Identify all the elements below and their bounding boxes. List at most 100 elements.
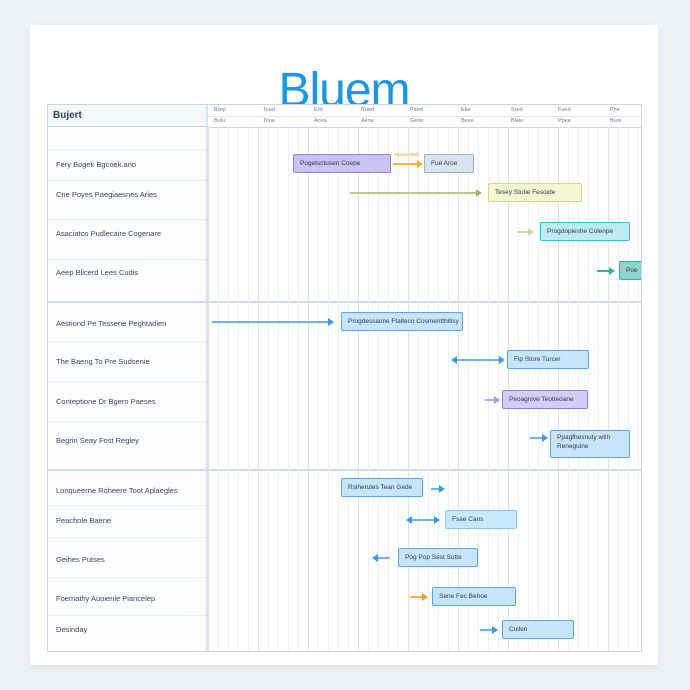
row-divider xyxy=(48,259,206,260)
grid-line xyxy=(308,127,309,651)
row-divider xyxy=(48,421,206,422)
project-column: Bujert Fery Bogek Bgcoek.ano Cne Poyes P… xyxy=(48,105,208,651)
timescale-top: Brep Toad Erd Rued Paed Ebe Sred Fued Ph… xyxy=(208,105,641,117)
task-bar[interactable]: Cuilen xyxy=(502,620,574,639)
arrow-head-icon xyxy=(494,396,500,404)
dependency-arrow xyxy=(431,485,445,493)
task-bar[interactable]: Peoagnive Teotteoane xyxy=(502,390,588,409)
grid-line xyxy=(318,127,319,651)
dependency-arrow xyxy=(530,434,548,442)
row-label[interactable]: Begrin Seay Fost Regley xyxy=(56,436,139,445)
dependency-arrow xyxy=(410,593,428,601)
task-bar[interactable]: Ppagfhesnuty wtih Reneguine xyxy=(550,430,630,458)
row-label[interactable]: Geihes Putses xyxy=(56,555,105,564)
row-label[interactable]: Cne Poyes Paegiaesnes Aries xyxy=(56,190,157,199)
grid-line xyxy=(588,127,589,651)
task-bar[interactable]: Fsae Cans xyxy=(445,510,517,529)
arrow-tail-icon xyxy=(406,516,412,524)
task-bar[interactable]: Poe xyxy=(619,261,641,280)
timescale-tick: Sred xyxy=(511,107,523,113)
row-label[interactable]: Fery Bogek Bgcoek.ano xyxy=(56,160,137,169)
grid-line xyxy=(348,127,349,651)
dependency-arrow xyxy=(484,396,500,404)
row-divider xyxy=(48,180,206,181)
timescale-tick: Rued xyxy=(361,107,375,113)
task-bar[interactable]: Fip Store Turcer xyxy=(507,350,589,369)
grid-line xyxy=(478,127,479,651)
task-bar[interactable]: Sene Fec Behoe xyxy=(432,587,516,606)
grid-line xyxy=(328,127,329,651)
row-label[interactable]: Foemathy Auoienle Piancelep xyxy=(56,594,156,603)
grid-line xyxy=(458,127,459,651)
dependency-arrow xyxy=(451,356,505,364)
task-bar[interactable]: Pog Pop Sest Sutte xyxy=(398,548,478,567)
timescale-tick: Fued xyxy=(558,107,571,113)
arrow-head-icon xyxy=(609,267,615,275)
timescale-tick: Aene xyxy=(361,118,374,124)
row-divider xyxy=(48,505,206,506)
dependency-arrow xyxy=(212,318,334,326)
arrow-head-icon xyxy=(417,160,423,168)
row-label[interactable]: Desinday xyxy=(56,625,88,634)
timescale-tick: Toad xyxy=(263,107,275,113)
row-divider xyxy=(48,615,206,616)
arrow-tail-icon xyxy=(372,554,378,562)
timescale-tick: Acea xyxy=(314,118,327,124)
grid-line xyxy=(598,127,599,651)
grid-line xyxy=(428,127,429,651)
row-label[interactable]: Conteptione Dr Bgern Paeses xyxy=(56,397,156,406)
grid-line xyxy=(558,127,559,651)
grid-line xyxy=(548,127,549,651)
task-bar[interactable]: Rslherules Tean Gede xyxy=(341,478,423,497)
row-label[interactable]: Peachole Baene xyxy=(56,516,112,525)
project-column-header: Bujert xyxy=(48,105,206,127)
row-divider xyxy=(48,149,206,150)
grid-line xyxy=(438,127,439,651)
grid-line xyxy=(408,127,409,651)
dependency-arrow xyxy=(350,189,482,197)
row-label[interactable]: Aestiond Pe Tessene Peghtadien xyxy=(56,319,167,328)
timescale-tick: Erd xyxy=(314,107,323,113)
timescale-tick: Bure xyxy=(610,118,622,124)
row-label[interactable]: Asaciatos Pudlecaire Cogenare xyxy=(56,229,162,238)
timeline-area: Brep Toad Erd Rued Paed Ebe Sred Fued Ph… xyxy=(208,105,641,651)
task-bar[interactable]: Pogetsctusen Coepe xyxy=(293,154,391,173)
grid-line xyxy=(338,127,339,651)
task-bar[interactable]: Fue Aroe xyxy=(424,154,474,173)
timescale-tick: Ebe xyxy=(461,107,471,113)
grid-line xyxy=(468,127,469,651)
arrow-head-icon xyxy=(439,485,445,493)
grid-line xyxy=(638,127,639,651)
task-bar[interactable]: Progdopieshe Colenpe xyxy=(540,222,630,241)
row-label[interactable]: The Baeng To Pre Sudsenie xyxy=(56,357,150,366)
arrow-head-icon xyxy=(492,626,498,634)
grid-line xyxy=(448,127,449,651)
grid-line xyxy=(228,127,229,651)
grid-line xyxy=(248,127,249,651)
task-bar[interactable]: Tesey Stutie Fesoide xyxy=(488,183,582,202)
grid-line xyxy=(208,127,209,651)
gantt-chart: Bujert Fery Bogek Bgcoek.ano Cne Poyes P… xyxy=(47,104,642,652)
arrow-head-icon xyxy=(328,318,334,326)
group-separator xyxy=(48,301,641,303)
arrow-head-icon xyxy=(422,593,428,601)
row-divider xyxy=(48,219,206,220)
row-label[interactable]: Lonqueerne Roheere Toot Aplaegles xyxy=(56,486,178,495)
dependency-arrow xyxy=(406,516,440,524)
dependency-arrow xyxy=(480,626,498,634)
timescale-tick: Gerie xyxy=(410,118,424,124)
arrow-head-icon xyxy=(528,228,534,236)
grid-line xyxy=(528,127,529,651)
timescale-tick: Bulu xyxy=(214,118,226,124)
grid-line xyxy=(398,127,399,651)
grid-line xyxy=(378,127,379,651)
dependency-arrow xyxy=(518,228,534,236)
arrow-tail-icon xyxy=(451,356,457,364)
timescale-bottom: Bulu Toue Acea Aene Gerie Bese Bleie Ppe… xyxy=(208,116,641,128)
row-label[interactable]: Aeep Blicerd Lees Cudis xyxy=(56,268,139,277)
task-bar[interactable]: Progdessiame Ftalteco Cosmentthitlsy xyxy=(341,312,463,331)
grid-line xyxy=(358,127,359,651)
dependency-arrow xyxy=(597,267,615,275)
grid-line xyxy=(578,127,579,651)
grid-line xyxy=(368,127,369,651)
